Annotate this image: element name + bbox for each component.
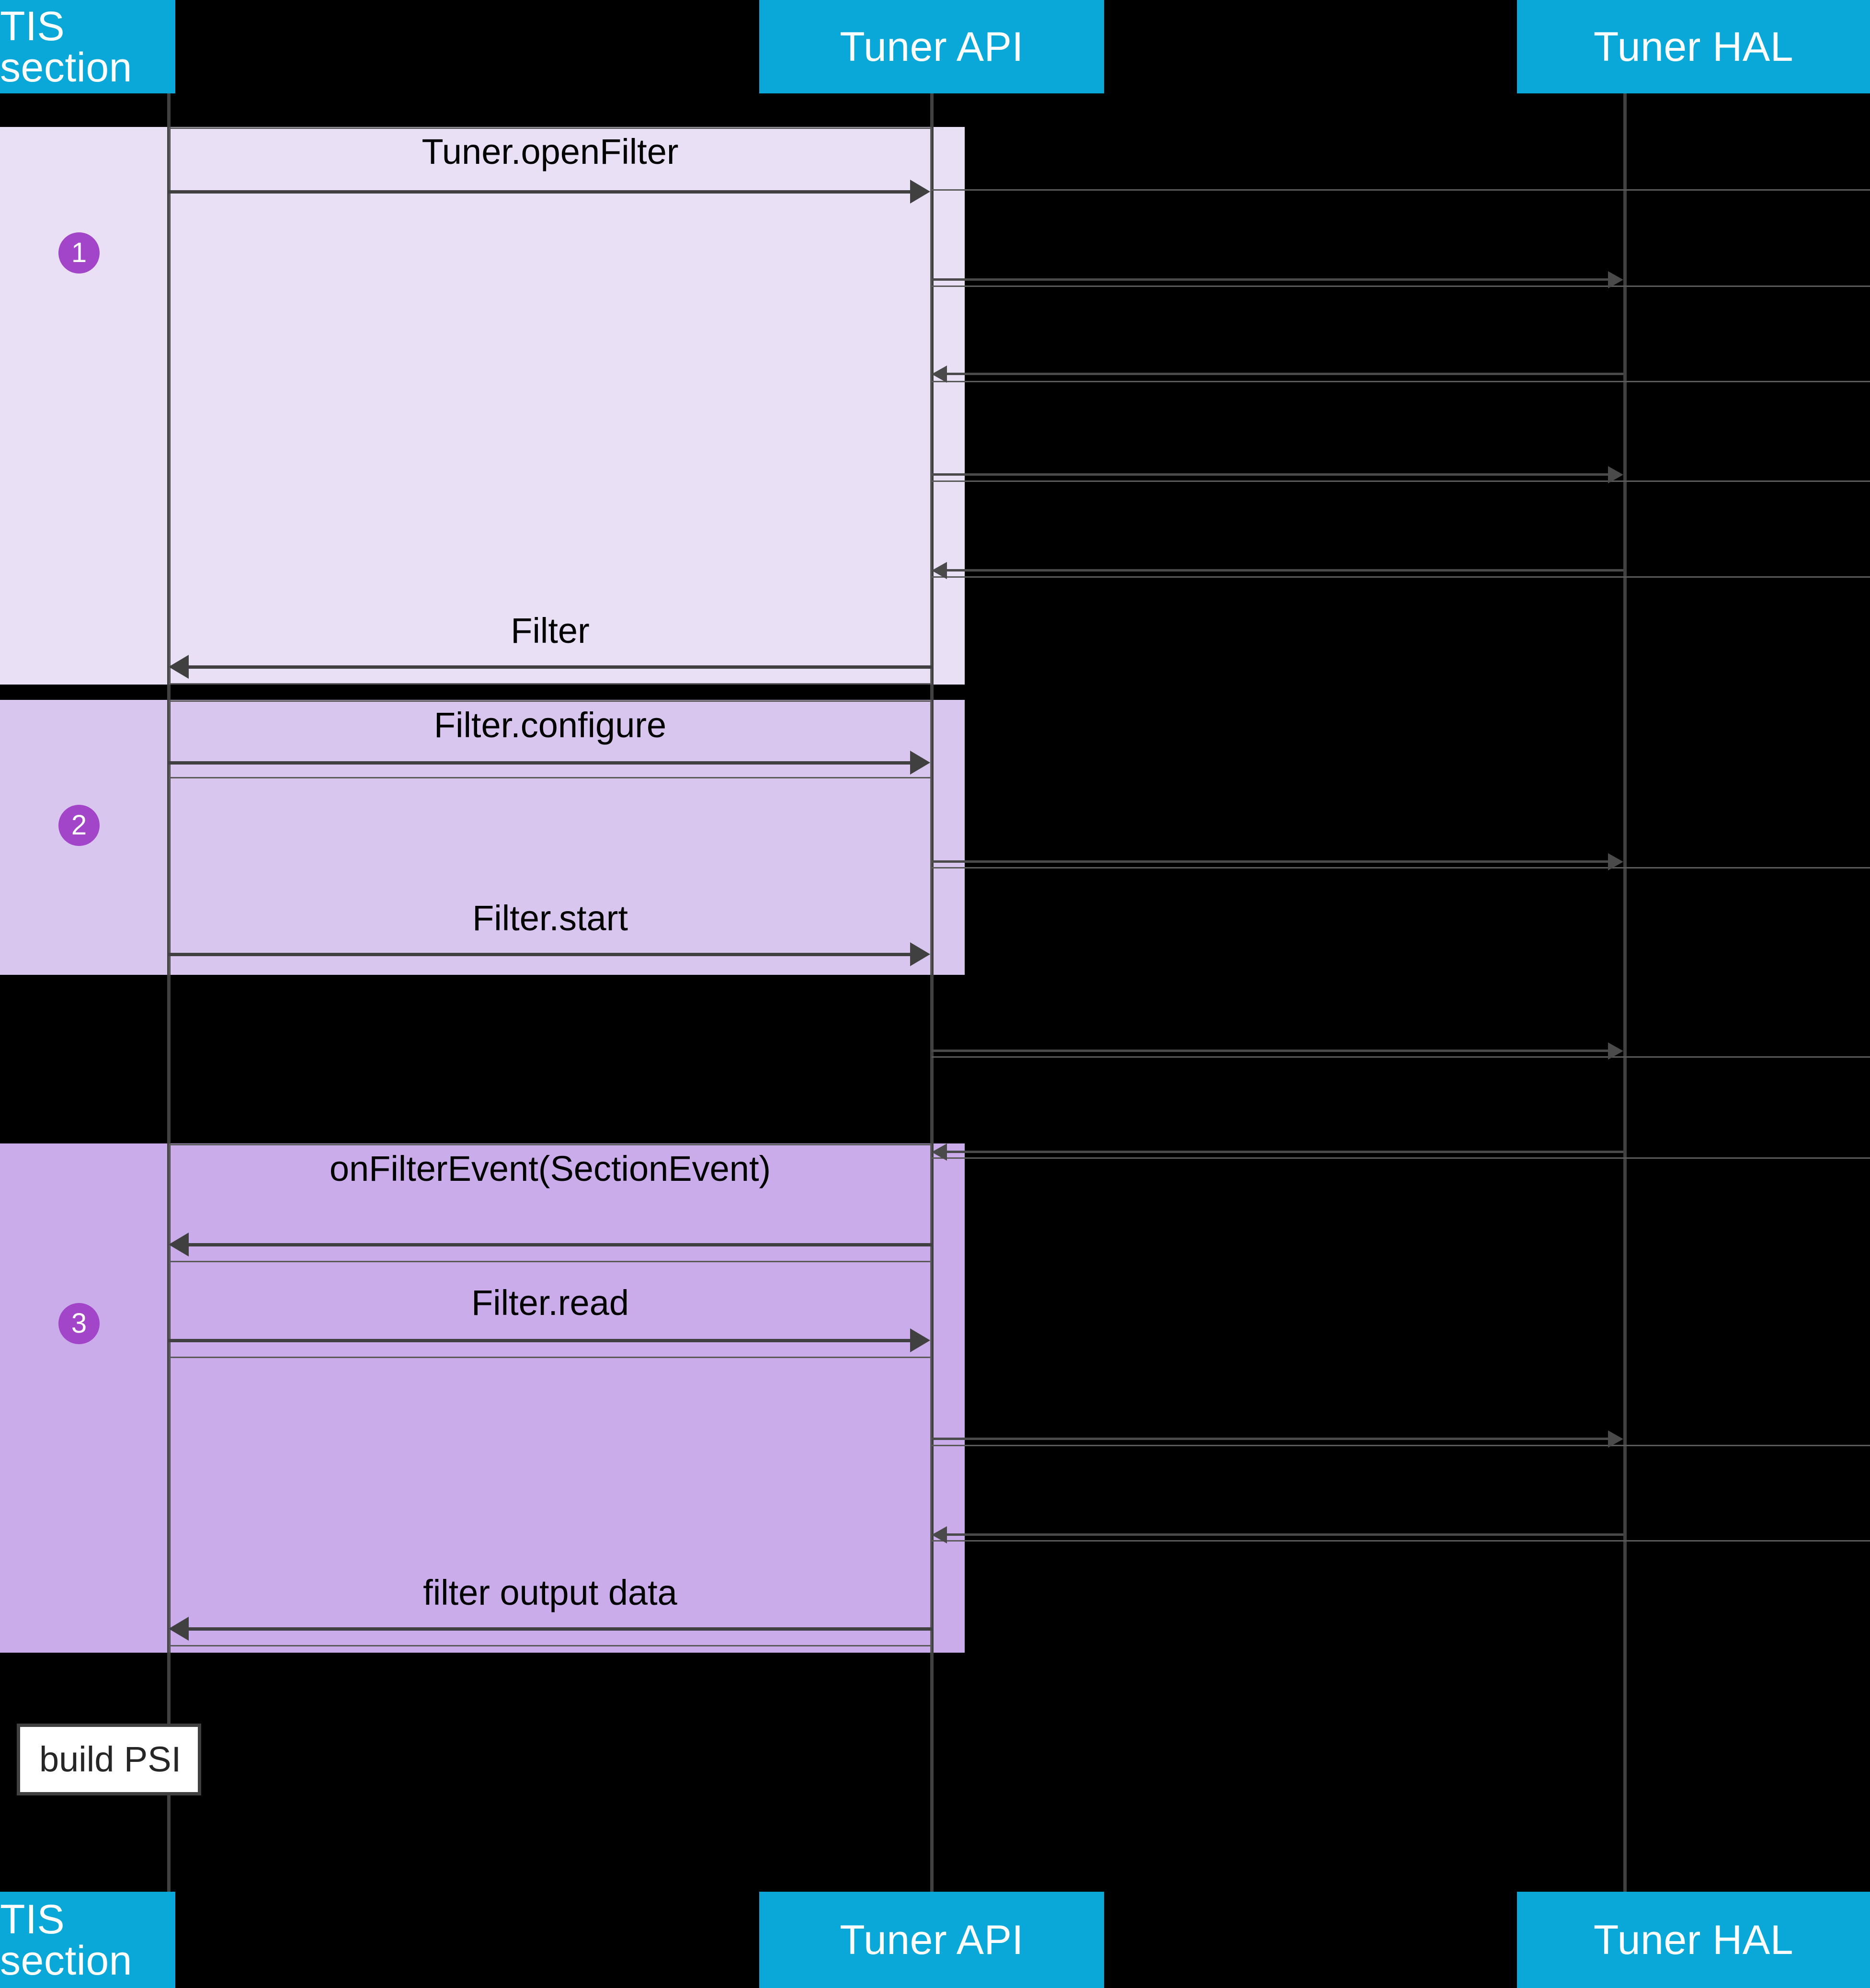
- phase-2-hal-rule-a: [932, 867, 1870, 868]
- lifeline-tis-section: [167, 93, 171, 1892]
- phase-band-1: [0, 127, 965, 685]
- arrow-head-left-icon: [169, 655, 189, 679]
- phase-1-hal-rule-a: [932, 189, 1870, 191]
- phase-2-frame-right-edge: [930, 700, 932, 975]
- participant-header-tuner-hal-label: Tuner HAL: [1593, 23, 1794, 70]
- phase-3-hal-rule-a: [932, 1445, 1870, 1446]
- participant-header-tis-section[interactable]: TIS section: [0, 0, 175, 93]
- message-line-filter-return[interactable]: [189, 665, 932, 669]
- action-note-build-psi-label: build PSI: [39, 1739, 182, 1779]
- message-line-filter-output-data[interactable]: [189, 1627, 932, 1631]
- message-label-filter-start: Filter.start: [169, 901, 932, 936]
- message-line-hal-to-api-4[interactable]: [947, 1533, 1623, 1536]
- arrow-head-left-icon: [169, 1233, 189, 1257]
- arrow-head-left-icon: [932, 1143, 947, 1161]
- phase-3-frame-left-edge: [169, 1143, 170, 1653]
- phase-3-hal-rule-b: [932, 1540, 1870, 1542]
- arrow-head-left-icon: [169, 1617, 189, 1641]
- message-line-hal-to-api-3[interactable]: [947, 1151, 1623, 1153]
- message-label-on-filter-event: onFilterEvent(SectionEvent): [169, 1151, 932, 1187]
- phase-1-hal-rule-c: [932, 381, 1870, 382]
- arrow-head-right-icon: [910, 1328, 930, 1352]
- phase-2-rule-top: [169, 700, 932, 702]
- arrow-head-right-icon: [910, 942, 930, 966]
- phase-band-2: [0, 700, 965, 975]
- phase-1-frame-right-edge: [930, 127, 932, 685]
- phase-3-rule-top: [169, 1144, 932, 1145]
- message-text: Filter: [511, 611, 590, 651]
- phase-1-hal-rule-e: [932, 576, 1870, 578]
- participant-header-tuner-api[interactable]: Tuner API: [759, 0, 1104, 93]
- arrow-head-right-icon: [910, 751, 930, 775]
- participant-footer-tuner-api-label: Tuner API: [840, 1917, 1024, 1963]
- step-badge-1: 1: [58, 232, 100, 274]
- message-text: Filter.read: [471, 1283, 629, 1323]
- lifeline-tuner-api: [930, 93, 934, 1892]
- phase-3-frame-right-edge: [930, 1143, 932, 1653]
- message-text: Filter.configure: [433, 705, 667, 745]
- message-text: Filter.start: [472, 898, 628, 938]
- message-line-hal-to-api-1[interactable]: [947, 373, 1623, 375]
- phase-band-3: [0, 1143, 965, 1653]
- phase-3-rule-mid: [169, 1261, 932, 1262]
- message-line-api-to-hal-1[interactable]: [932, 278, 1608, 281]
- message-line-filter-start[interactable]: [169, 953, 910, 956]
- message-label-filter-output-data: filter output data: [169, 1575, 932, 1611]
- message-text: filter output data: [423, 1573, 677, 1612]
- message-label-filter-configure: Filter.configure: [169, 708, 932, 743]
- arrow-head-right-icon: [1608, 271, 1623, 288]
- message-text: onFilterEvent(SectionEvent): [329, 1149, 771, 1188]
- message-line-filter-read[interactable]: [169, 1339, 910, 1342]
- step-badge-2-label: 2: [71, 810, 87, 841]
- message-line-api-to-hal-2[interactable]: [932, 473, 1608, 476]
- participant-header-tuner-hal[interactable]: Tuner HAL: [1517, 0, 1870, 93]
- phase-1-rule-return: [169, 683, 932, 685]
- participant-header-tis-section-label: TIS section: [0, 3, 132, 91]
- phase-3-rule-lower: [169, 1357, 932, 1358]
- phase-2-rule-mid: [169, 777, 932, 778]
- message-line-filter-configure[interactable]: [169, 761, 910, 765]
- message-label-filter-read: Filter.read: [169, 1285, 932, 1321]
- step-badge-2: 2: [58, 805, 100, 846]
- step-badge-3-label: 3: [71, 1308, 87, 1339]
- phase-1-frame-left-edge: [169, 127, 170, 685]
- message-line-api-to-hal-5[interactable]: [932, 1438, 1608, 1440]
- participant-header-tuner-api-label: Tuner API: [840, 23, 1024, 70]
- step-badge-1-label: 1: [71, 237, 87, 268]
- arrow-head-right-icon: [1608, 1430, 1623, 1448]
- message-text: Tuner.openFilter: [422, 132, 679, 171]
- arrow-head-right-icon: [1608, 1042, 1623, 1060]
- participant-footer-tis-section-label: TIS section: [0, 1896, 132, 1984]
- message-line-hal-to-api-2[interactable]: [947, 569, 1623, 571]
- message-line-api-to-hal-4[interactable]: [932, 1050, 1608, 1052]
- arrow-head-left-icon: [932, 1526, 947, 1543]
- participant-footer-tuner-hal[interactable]: Tuner HAL: [1517, 1892, 1870, 1988]
- arrow-head-left-icon: [932, 562, 947, 579]
- message-label-filter-return: Filter: [169, 613, 932, 649]
- message-line-tuner-open-filter[interactable]: [169, 190, 910, 194]
- message-label-tuner-open-filter: Tuner.openFilter: [169, 134, 932, 170]
- arrow-head-right-icon: [910, 180, 930, 204]
- phase-1-rule-top: [169, 127, 932, 129]
- phase-3-rule-bottom: [169, 1645, 932, 1646]
- message-line-api-to-hal-3[interactable]: [932, 860, 1608, 863]
- action-note-build-psi[interactable]: build PSI: [17, 1724, 201, 1795]
- participant-footer-tis-section[interactable]: TIS section: [0, 1892, 175, 1988]
- participant-footer-tuner-api[interactable]: Tuner API: [759, 1892, 1104, 1988]
- lifeline-tuner-hal: [1623, 93, 1627, 1892]
- phase-1-hal-rule-b: [932, 286, 1870, 287]
- step-badge-3: 3: [58, 1303, 100, 1344]
- arrow-head-right-icon: [1608, 466, 1623, 483]
- arrow-head-left-icon: [932, 366, 947, 383]
- mid-hal-rule-a: [932, 1056, 1870, 1058]
- message-line-on-filter-event[interactable]: [189, 1243, 932, 1246]
- mid-hal-rule-b: [932, 1157, 1870, 1159]
- phase-1-hal-rule-d: [932, 480, 1870, 482]
- phase-2-frame-left-edge: [169, 700, 170, 975]
- participant-footer-tuner-hal-label: Tuner HAL: [1593, 1917, 1794, 1963]
- arrow-head-right-icon: [1608, 853, 1623, 870]
